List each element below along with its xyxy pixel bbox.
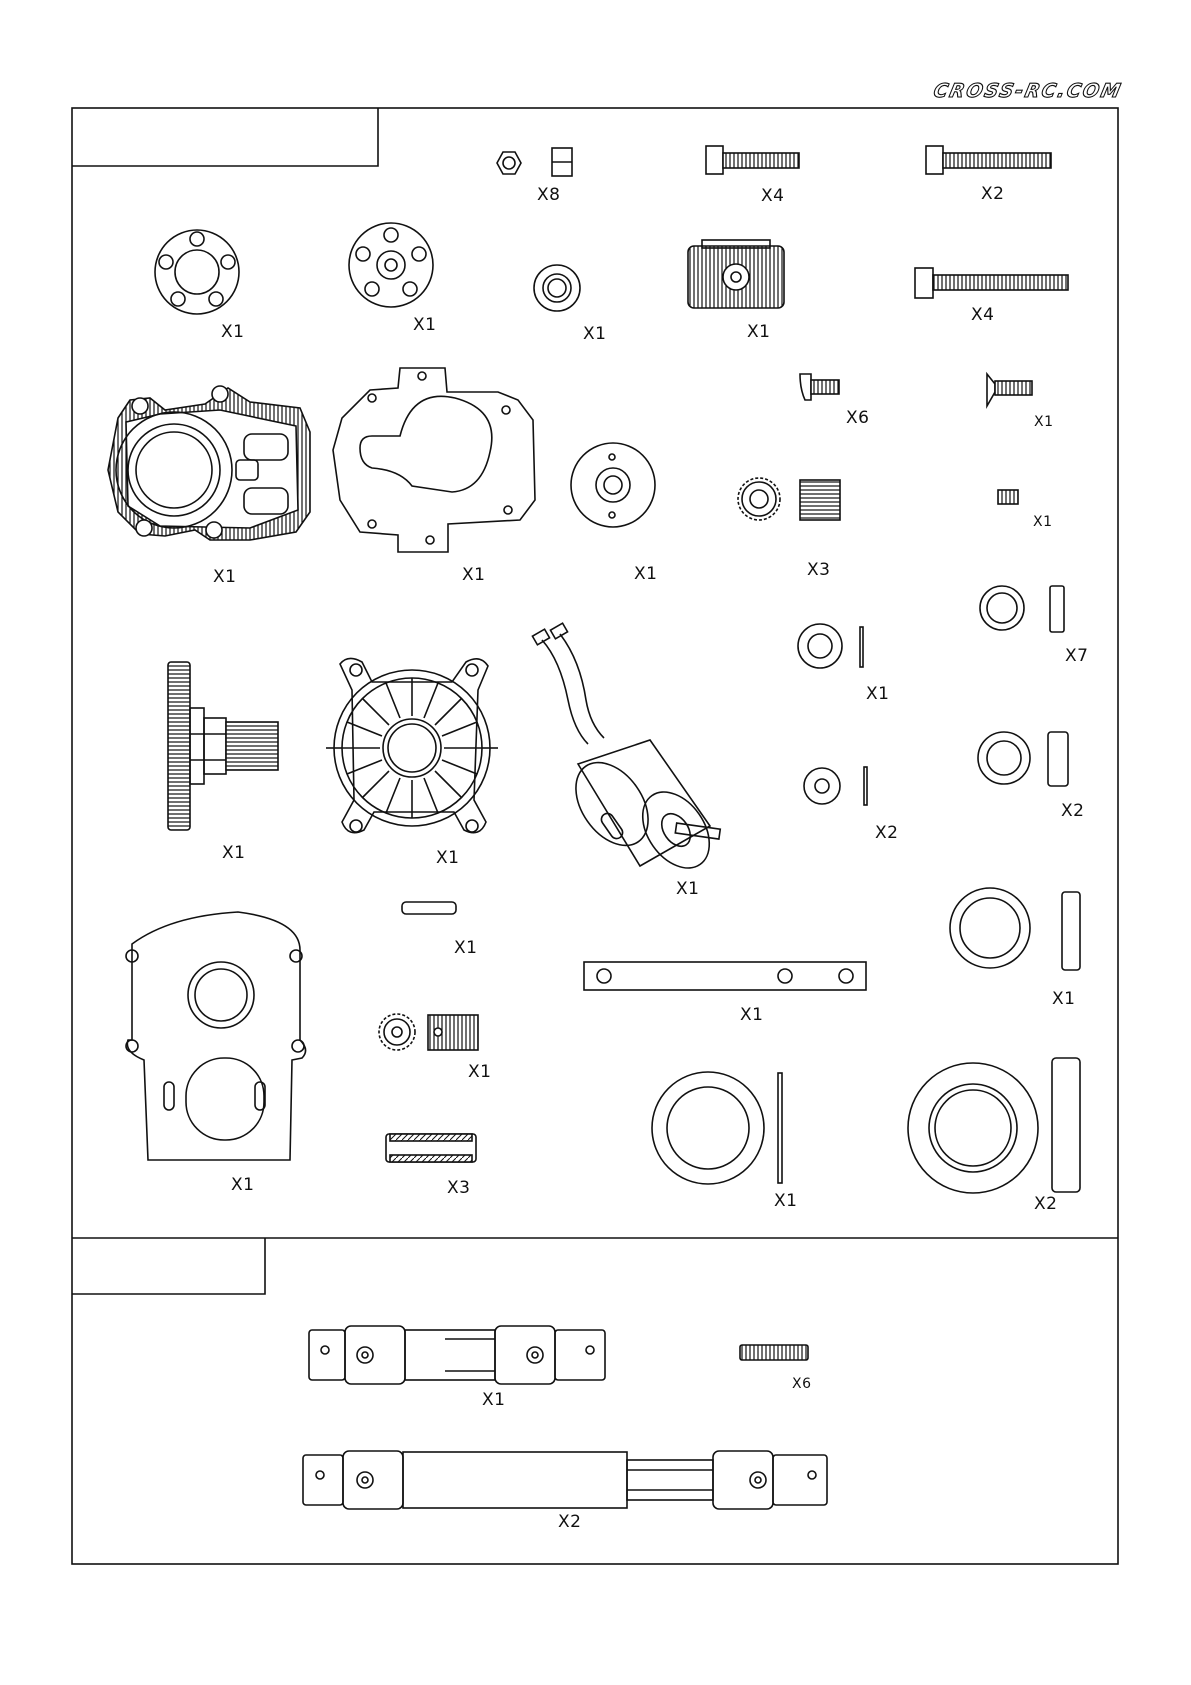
qty-label-motor-plate: X1: [231, 1177, 254, 1194]
bearing-holder-b: [349, 223, 433, 307]
qty-label-flat-screw: X1: [1034, 415, 1054, 429]
screw-long-top: [926, 146, 1051, 174]
driveshaft-short: [309, 1326, 605, 1384]
bearing-small: [980, 586, 1064, 632]
section-1-title-box: [72, 108, 378, 166]
qty-label-spacer-tube: X3: [447, 1180, 470, 1197]
driveshaft-screw: [740, 1345, 808, 1360]
section-2-title-box: [72, 1238, 265, 1294]
set-screw: [998, 490, 1018, 504]
bearing-holder-a: [155, 230, 239, 314]
nut-set: [497, 148, 572, 176]
qty-label-driveshaft-short: X1: [482, 1392, 505, 1409]
qty-label-motor-heatsink: X1: [747, 324, 770, 341]
washer-small: [798, 624, 863, 668]
qty-label-spur-gear-shaft: X1: [222, 845, 245, 862]
bearing-medium: [978, 732, 1068, 786]
qty-label-motor-mount-fan: X1: [436, 850, 459, 867]
pinion-gear-set: [738, 478, 840, 520]
qty-label-button-screw: X6: [846, 410, 869, 427]
qty-label-bearing-large: X1: [1052, 991, 1075, 1008]
gearbox-gasket: [333, 368, 535, 552]
gear-small-set: [379, 1014, 478, 1050]
qty-label-pin: X1: [454, 940, 477, 957]
gearbox-housing: [108, 386, 310, 540]
link-bar: [584, 962, 866, 990]
qty-label-washer-tiny: X2: [875, 825, 898, 842]
screw-long-mid: [915, 268, 1068, 298]
qty-label-bearing-xl: X2: [1034, 1196, 1057, 1213]
qty-label-washer-small: X1: [866, 686, 889, 703]
qty-label-bearing-small: X7: [1065, 648, 1088, 665]
qty-label-screw-short-top: X4: [761, 188, 784, 205]
qty-label-pinion-gear-set: X3: [807, 562, 830, 579]
pin: [402, 902, 456, 914]
motor-plate: [126, 912, 306, 1160]
button-screw: [800, 374, 839, 400]
qty-label-set-screw: X1: [1033, 515, 1053, 529]
qty-label-screw-long-top: X2: [981, 186, 1004, 203]
qty-label-gear-small-set: X1: [468, 1064, 491, 1081]
qty-label-nut-set: X8: [537, 187, 560, 204]
qty-label-driveshaft-screw: X6: [792, 1377, 812, 1391]
spacer-disc: [571, 443, 655, 527]
qty-label-link-bar: X1: [740, 1007, 763, 1024]
qty-label-screw-long-mid: X4: [971, 307, 994, 324]
qty-label-washer-large: X1: [774, 1193, 797, 1210]
qty-label-bearing-holder-a: X1: [221, 324, 244, 341]
qty-label-driveshaft-long: X2: [558, 1514, 581, 1531]
washer-large: [652, 1072, 782, 1184]
qty-label-small-bushing: X1: [583, 326, 606, 343]
washer-tiny: [804, 767, 867, 805]
motor-heatsink: [688, 240, 784, 308]
screw-short-top: [706, 146, 799, 174]
electric-motor: [532, 623, 723, 880]
small-bushing: [534, 265, 580, 311]
qty-label-spacer-disc: X1: [634, 566, 657, 583]
qty-label-electric-motor: X1: [676, 881, 699, 898]
bearing-xl: [908, 1058, 1080, 1193]
spur-gear-shaft: [168, 662, 278, 830]
qty-label-bearing-holder-b: X1: [413, 317, 436, 334]
motor-mount-fan: [326, 658, 498, 832]
bearing-large: [950, 888, 1080, 970]
driveshaft-long: [303, 1451, 827, 1509]
spacer-tube: [386, 1134, 476, 1162]
qty-label-gearbox-gasket: X1: [462, 567, 485, 584]
qty-label-bearing-medium: X2: [1061, 803, 1084, 820]
flat-screw: [987, 374, 1032, 406]
qty-label-gearbox-housing: X1: [213, 569, 236, 586]
